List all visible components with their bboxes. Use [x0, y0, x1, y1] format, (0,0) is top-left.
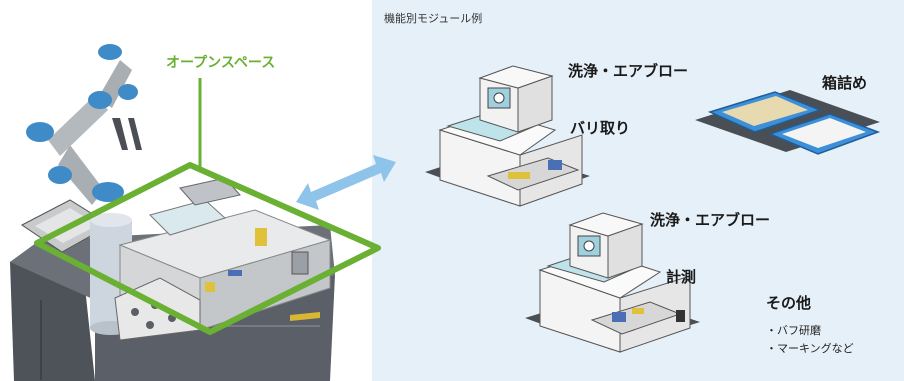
robot-joint: [88, 91, 112, 109]
wash-cabinet-top: [478, 65, 554, 89]
cabinet-panel-line-2: [40, 300, 42, 380]
yellow-part: [205, 282, 215, 292]
station-box: [179, 177, 241, 206]
plate-hole: [146, 321, 154, 329]
open-space-label: オープンスペース: [166, 55, 276, 71]
plate-hole: [131, 308, 139, 316]
double-arrow: [296, 155, 396, 210]
module-deburr: [425, 65, 590, 207]
robot-gripper: [112, 118, 142, 150]
deburr-motor: [548, 160, 562, 170]
wash-cabinet-top: [568, 212, 644, 237]
module-label-deburr: バリ取り: [570, 119, 631, 137]
station-basin: [149, 199, 226, 236]
robot-joint: [26, 122, 54, 142]
tray-right-inner: [782, 118, 866, 148]
robot-joint: [92, 182, 124, 202]
module-label-wash-airblow-2: 洗浄・エアブロー: [650, 211, 771, 229]
other-title: その他: [766, 294, 812, 312]
robot-joint: [98, 44, 122, 60]
tray-left-inner: [722, 96, 808, 126]
measure-display: [676, 310, 685, 322]
module-label-packing: 箱詰め: [822, 74, 868, 92]
open-space-frame: [34, 162, 381, 335]
robot-arm-upper: [48, 95, 108, 156]
wash-nozzle: [583, 240, 595, 252]
robot-cell: [10, 44, 396, 381]
measure-sensor: [612, 312, 626, 322]
module-label-wash-airblow: 洗浄・エアブロー: [568, 62, 689, 80]
module-label-measure: 計測: [666, 268, 697, 286]
other-list: ・バフ研磨 ・マーキングなど: [766, 322, 854, 358]
other-item: ・マーキングなど: [766, 342, 854, 355]
robot-joint: [118, 84, 138, 100]
robot-joint: [48, 166, 72, 184]
blue-part: [228, 270, 242, 276]
deburr-tool: [508, 172, 530, 179]
module-measure: [525, 212, 700, 353]
measure-probe: [632, 308, 644, 314]
robot-base-top: [90, 213, 132, 227]
cabinet-panel-line: [140, 325, 320, 327]
wash-nozzle: [493, 92, 505, 104]
yellow-warning-strip: [290, 312, 320, 321]
vent-grille: [291, 251, 309, 275]
other-item: ・バフ研磨: [766, 324, 821, 337]
module-packing: [695, 90, 881, 155]
yellow-part: [255, 228, 267, 246]
panel-title: 機能別モジュール例: [384, 12, 483, 25]
